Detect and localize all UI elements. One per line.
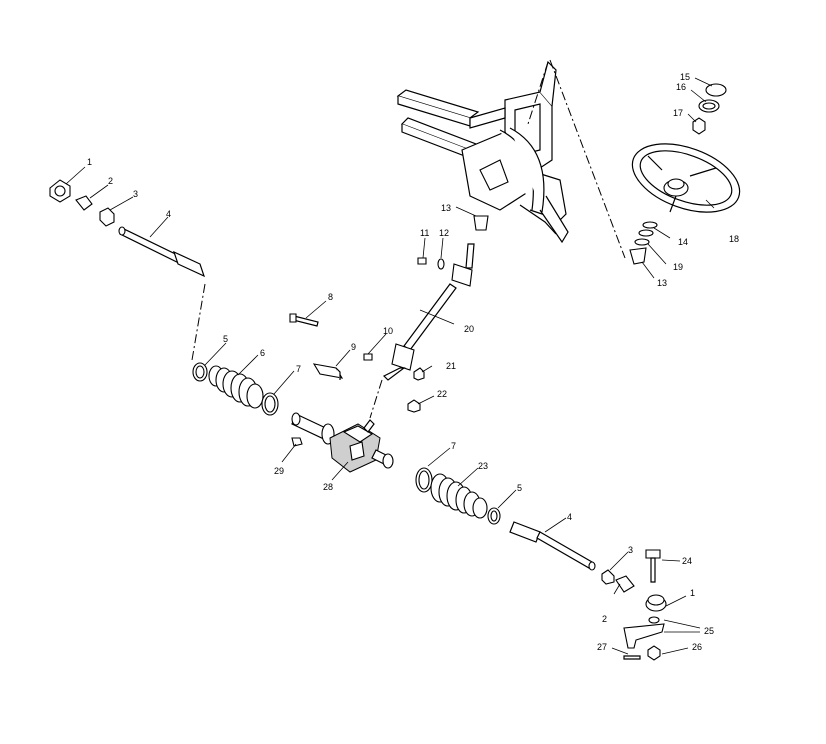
- bolt-24: [645, 549, 661, 559]
- alignment-line-to-column: [549, 59, 626, 259]
- callout-5-right: 5: [517, 483, 522, 493]
- right-tie-rod-group: [509, 521, 667, 612]
- bolt-8-head: [289, 313, 297, 323]
- washer-14b: [638, 229, 654, 237]
- callout-15: 15: [680, 72, 690, 82]
- callout-25: 25: [704, 626, 714, 636]
- bolt-11: [417, 257, 427, 265]
- callout-3-left: 3: [133, 189, 138, 199]
- callout-18: 18: [729, 234, 739, 244]
- cap-16-inner: [702, 102, 716, 110]
- callout-labels: 1 2 3 4 5 6 7 8 9 10 11 12 13 13 14 15 1…: [87, 72, 739, 652]
- bracket-9-leg: [335, 367, 341, 380]
- callout-6: 6: [260, 348, 265, 358]
- callout-24: 24: [682, 556, 692, 566]
- alignment-line-left-rod: [191, 283, 206, 361]
- steering-shaft-20: [382, 243, 475, 381]
- callout-11: 11: [420, 228, 429, 238]
- callout-13-top: 13: [441, 203, 451, 213]
- callout-29: 29: [274, 466, 284, 476]
- callout-22: 22: [437, 389, 447, 399]
- callout-4-right: 4: [567, 512, 572, 522]
- bolt-10: [363, 353, 373, 361]
- pin-27: [623, 655, 641, 660]
- alignment-line-shaft-to-rack: [369, 379, 383, 419]
- clamp-7-left-inner: [264, 395, 276, 413]
- washer-25: [648, 616, 660, 624]
- callout-19: 19: [673, 262, 683, 272]
- bolt-29: [291, 437, 303, 447]
- leader-lines: [65, 77, 715, 655]
- left-tie-rod-group: [49, 179, 206, 278]
- callout-7-left: 7: [296, 364, 301, 374]
- cap-15: [705, 83, 727, 97]
- clamp-5-right-inner: [490, 510, 498, 522]
- callout-26: 26: [692, 642, 702, 652]
- callout-14: 14: [678, 237, 688, 247]
- callout-12: 12: [439, 228, 449, 238]
- callout-3-right: 3: [628, 545, 633, 555]
- washer-19: [634, 238, 650, 246]
- callout-21: 21: [446, 361, 456, 371]
- callout-23: 23: [478, 461, 488, 471]
- callout-28: 28: [323, 482, 333, 492]
- bolt-24-shank: [650, 557, 656, 583]
- callout-2-left: 2: [108, 176, 113, 186]
- nut-26: [647, 645, 661, 661]
- callout-27: 27: [597, 642, 607, 652]
- clamp-7-right-inner: [418, 470, 430, 490]
- steering-wheel-group: [631, 143, 741, 213]
- nut-22: [407, 399, 421, 413]
- washer-12: [437, 258, 445, 270]
- bushing-13a: [473, 215, 489, 231]
- callout-1-right: 1: [690, 588, 695, 598]
- alignment-line-frame-to-column: [527, 61, 549, 125]
- boot-6: [208, 365, 264, 409]
- bracket-9: [312, 363, 344, 379]
- bracket-25: [623, 623, 665, 649]
- callout-16: 16: [676, 82, 686, 92]
- callout-7-right: 7: [451, 441, 456, 451]
- callout-8: 8: [328, 292, 333, 302]
- callout-1-left: 1: [87, 157, 92, 167]
- callout-2-right: 2: [602, 614, 607, 624]
- callout-4-left: 4: [166, 209, 171, 219]
- frame-section: [396, 60, 569, 244]
- callout-9: 9: [351, 342, 356, 352]
- boot-23: [430, 473, 488, 519]
- bolt-8: [292, 315, 319, 327]
- clamp-5-left-inner: [195, 365, 205, 379]
- washer-14a: [642, 221, 658, 229]
- callout-10: 10: [383, 326, 393, 336]
- callout-17: 17: [673, 108, 683, 118]
- steering-rack-28: [291, 412, 394, 473]
- callout-5-left: 5: [223, 334, 228, 344]
- nut-21: [413, 367, 425, 381]
- callout-13-right: 13: [657, 278, 667, 288]
- callout-20: 20: [464, 324, 474, 334]
- bushing-13b: [629, 247, 647, 265]
